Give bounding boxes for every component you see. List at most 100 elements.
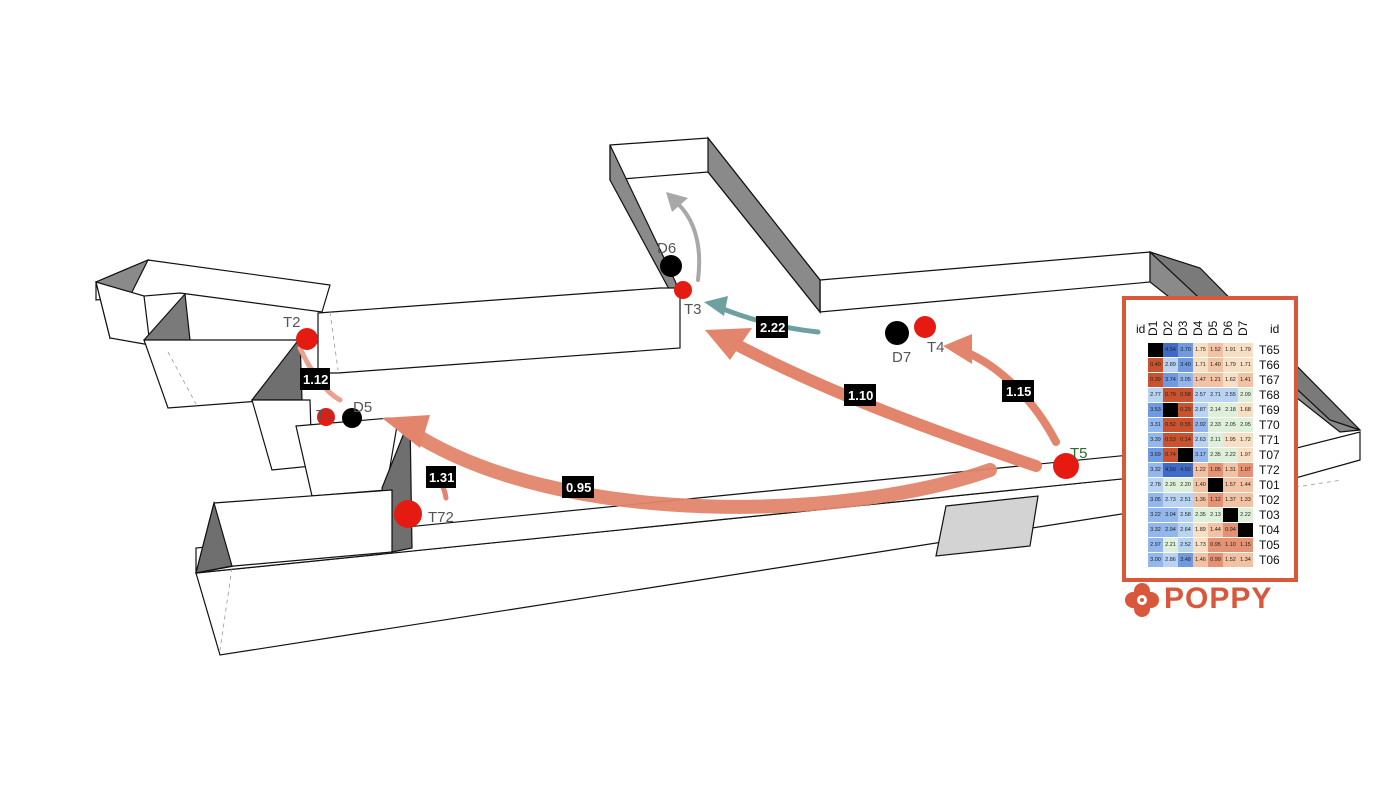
matrix-cell: 0.40 bbox=[1148, 357, 1163, 372]
matrix-cell: 3.04 bbox=[1163, 507, 1178, 522]
matrix-cell: 1.22 bbox=[1193, 462, 1208, 477]
label-t72: T72 bbox=[428, 509, 454, 526]
matrix-cell: 0.94 bbox=[1223, 522, 1238, 537]
matrix-cell: 3.53 bbox=[1148, 402, 1163, 417]
label-t5: T5 bbox=[1070, 445, 1088, 462]
matrix-cell: 1.36 bbox=[1193, 492, 1208, 507]
matrix-col-label: D5 bbox=[1206, 320, 1220, 336]
matrix-cell: 2.14 bbox=[1208, 402, 1223, 417]
matrix-cell: 2.73 bbox=[1163, 492, 1178, 507]
matrix-col-header: D3 bbox=[1176, 306, 1192, 338]
matrix-cell: 1.37 bbox=[1223, 492, 1238, 507]
matrix-col-header: D4 bbox=[1191, 306, 1207, 338]
matrix-cell: 3.31 bbox=[1148, 417, 1163, 432]
label-t1: T1 bbox=[316, 407, 334, 424]
matrix-cell: 1.07 bbox=[1238, 462, 1253, 477]
matrix-cell: 0.53 bbox=[1163, 432, 1178, 447]
matrix-cell: 3.74 bbox=[1163, 372, 1178, 387]
matrix-cell: 1.68 bbox=[1238, 402, 1253, 417]
weight-bg-t72 bbox=[426, 466, 456, 488]
flow-d6-up bbox=[674, 200, 702, 282]
node-labels: T2 T1 D5 D6 T3 D7 T4 T5 T72 bbox=[283, 240, 1088, 526]
matrix-row-id: T72 bbox=[1259, 462, 1280, 477]
matrix-cell: 3.70 bbox=[1178, 342, 1193, 357]
matrix-cell: 2.71 bbox=[1208, 387, 1223, 402]
matrix-cell: 2.05 bbox=[1223, 417, 1238, 432]
matrix-cell: 1.52 bbox=[1223, 552, 1238, 567]
matrix-cell: 2.13 bbox=[1208, 507, 1223, 522]
upper-corridor-side bbox=[707, 136, 821, 314]
matrix-cell: 2.92 bbox=[1193, 417, 1208, 432]
matrix-row-id: T02 bbox=[1259, 492, 1280, 507]
matrix-cell: 1.15 bbox=[1238, 537, 1253, 552]
node-t3[interactable] bbox=[674, 281, 692, 299]
matrix-cell: 3.17 bbox=[1193, 447, 1208, 462]
matrix-cell: 1.47 bbox=[1193, 372, 1208, 387]
matrix-cell: 1.40 bbox=[1208, 357, 1223, 372]
matrix-row-id: T03 bbox=[1259, 507, 1280, 522]
node-d6[interactable] bbox=[660, 255, 682, 277]
weight-t5-t4: 1.15 bbox=[1006, 384, 1031, 399]
node-t2[interactable] bbox=[296, 328, 318, 350]
matrix-cell: 2.86 bbox=[1163, 552, 1178, 567]
matrix-row-id: T04 bbox=[1259, 522, 1280, 537]
matrix-cell: 3.48 bbox=[1178, 552, 1193, 567]
matrix-row-id: T66 bbox=[1259, 357, 1280, 372]
matrix-cell: 2.33 bbox=[1208, 417, 1223, 432]
node-t1[interactable] bbox=[317, 408, 335, 426]
matrix-cell: 1.21 bbox=[1208, 372, 1223, 387]
matrix-cell: 3.32 bbox=[1148, 462, 1163, 477]
weight-bg-t5-t4 bbox=[1002, 380, 1034, 402]
matrix-cell: 1.91 bbox=[1223, 342, 1238, 357]
matrix-cell: 2.78 bbox=[1148, 477, 1163, 492]
weight-bg-t5-t1 bbox=[562, 476, 594, 498]
matrix-cell: 4.50 bbox=[1178, 462, 1193, 477]
matrix-col-header: D5 bbox=[1206, 306, 1222, 338]
flow-t5-t1 bbox=[401, 423, 997, 514]
matrix-cell bbox=[1148, 342, 1163, 357]
matrix-cell: 3.32 bbox=[1148, 522, 1163, 537]
node-d5[interactable] bbox=[342, 408, 362, 428]
matrix-cell: 1.40 bbox=[1193, 477, 1208, 492]
matrix-cell: 1.95 bbox=[1223, 432, 1238, 447]
matrix-cell: 1.44 bbox=[1238, 477, 1253, 492]
matrix-cell: 2.20 bbox=[1178, 477, 1193, 492]
matrix-cell: 4.54 bbox=[1163, 342, 1178, 357]
matrix-cell: 2.57 bbox=[1193, 387, 1208, 402]
matrix-cell: 1.46 bbox=[1193, 552, 1208, 567]
matrix-cell: 2.63 bbox=[1193, 432, 1208, 447]
matrix-col-header: D6 bbox=[1221, 306, 1237, 338]
label-d5: D5 bbox=[353, 399, 372, 416]
flow-d7-t3-head bbox=[704, 296, 728, 316]
nodes bbox=[296, 255, 1079, 528]
matrix-cell: 0.95 bbox=[1208, 537, 1223, 552]
flow-d6-up-head bbox=[666, 192, 688, 212]
matrix-col-header: D2 bbox=[1161, 306, 1177, 338]
node-d7[interactable] bbox=[885, 321, 909, 345]
matrix-cell: 3.40 bbox=[1178, 357, 1193, 372]
matrix-cell: 2.89 bbox=[1163, 357, 1178, 372]
node-t4[interactable] bbox=[914, 316, 936, 338]
matrix-cell: 2.05 bbox=[1238, 417, 1253, 432]
weight-d7-t3: 2.22 bbox=[760, 320, 785, 335]
matrix-col-label: D2 bbox=[1161, 320, 1175, 336]
matrix-cell: 2.35 bbox=[1193, 507, 1208, 522]
matrix-cell: 3.05 bbox=[1178, 372, 1193, 387]
matrix-cell: 2.51 bbox=[1178, 492, 1193, 507]
matrix-cell: 0.58 bbox=[1178, 387, 1193, 402]
matrix-cell bbox=[1238, 522, 1253, 537]
matrix-row-id: T07 bbox=[1259, 447, 1280, 462]
matrix-cell: 1.71 bbox=[1238, 357, 1253, 372]
flow-lines bbox=[297, 192, 1060, 514]
matrix-row-id: T65 bbox=[1259, 342, 1280, 357]
weight-bg-d7-t3 bbox=[756, 316, 788, 338]
node-t5[interactable] bbox=[1053, 453, 1079, 479]
node-t72[interactable] bbox=[394, 500, 422, 528]
